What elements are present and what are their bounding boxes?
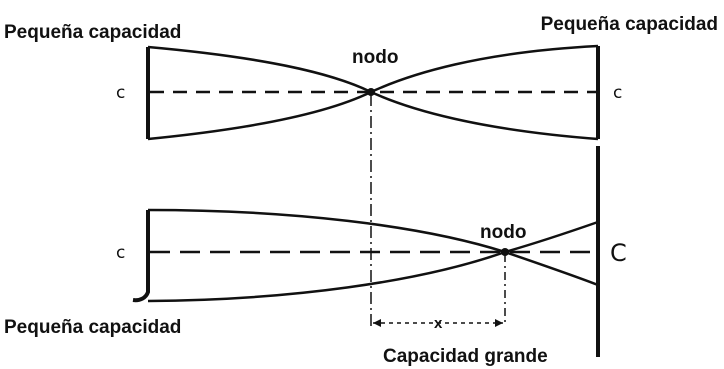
top-node-point [367,88,375,96]
bottom-envelope-lower [147,250,599,303]
label-c-top-right: c [613,83,622,103]
label-node-top: nodo [352,47,398,68]
label-c-top-left: c [116,83,125,103]
bottom-envelope-upper [147,208,599,254]
top-diagram [146,44,600,326]
bottom-diagram [132,146,600,357]
bottom-node-point [501,248,509,256]
label-top-right: Pequeña capacidad [541,14,718,35]
x-arrow-right [495,319,503,327]
label-top-left: Pequeña capacidad [4,22,181,43]
label-node-bottom: nodo [480,222,526,243]
label-x-marker: x [434,315,443,332]
label-c-bottom-left: c [116,243,125,263]
x-arrow-left [373,319,381,327]
top-envelope-lower [147,90,599,141]
label-c-bottom-right: C [610,239,627,267]
bottom-left-plate [132,210,150,303]
label-bottom-right: Capacidad grande [383,346,548,367]
label-bottom-left: Pequeña capacidad [4,317,181,338]
